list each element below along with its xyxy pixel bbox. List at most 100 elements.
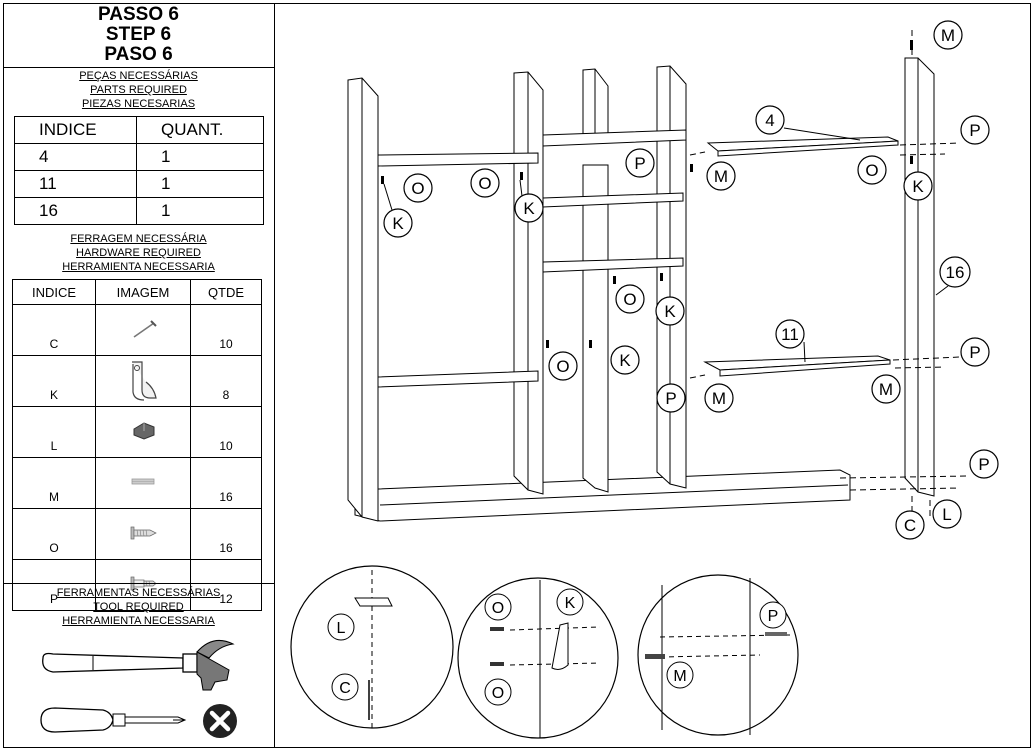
detail-label-L: L bbox=[337, 620, 346, 637]
part-qty: 1 bbox=[136, 170, 264, 198]
step-title-pt: PASSO 6 bbox=[98, 4, 179, 25]
step-title: PASSO 6 STEP 6 PASO 6 bbox=[3, 3, 274, 68]
callout-part-11: 11 bbox=[781, 325, 799, 344]
assembly-drawing: M P P P O K 4 11 16 M M M P P O K O K O … bbox=[290, 20, 999, 739]
parts-caption-es: PIEZAS NECESARIAS bbox=[81, 98, 196, 110]
prohibited-icon bbox=[203, 704, 237, 738]
hardware-qty: 16 bbox=[190, 508, 262, 560]
leader-lines bbox=[383, 127, 949, 363]
sidebar: PASSO 6 STEP 6 PASO 6 PEÇAS NECESSÁRIAS … bbox=[3, 3, 275, 748]
detail-label-M: M bbox=[673, 668, 686, 685]
callouts bbox=[383, 20, 999, 540]
callout-P: P bbox=[665, 389, 676, 408]
callout-K: K bbox=[664, 302, 676, 321]
tools-caption-pt: FERRAMENTAS NECESSÁRIAS bbox=[56, 587, 221, 599]
parts-table-header: INDICE QUANT. bbox=[14, 116, 264, 144]
table-row: 11 1 bbox=[14, 170, 264, 198]
detail-label-P: P bbox=[768, 608, 779, 625]
detail-circle-hook: O O K bbox=[457, 577, 619, 739]
table-row: 16 1 bbox=[14, 197, 264, 225]
part-index: 16 bbox=[14, 197, 137, 225]
part-index: 4 bbox=[14, 143, 137, 171]
callout-P: P bbox=[969, 121, 980, 140]
callout-P: P bbox=[978, 455, 989, 474]
table-row: M 16 bbox=[12, 457, 262, 509]
detail-label-K: K bbox=[565, 595, 576, 612]
callout-P: P bbox=[634, 154, 645, 173]
left-side-panel bbox=[347, 77, 379, 522]
tools-caption: FERRAMENTAS NECESSÁRIAS TOOL REQUIRED HE… bbox=[3, 583, 274, 628]
hardware-index: L bbox=[12, 406, 96, 458]
callout-part-4: 4 bbox=[765, 111, 774, 130]
hardware-qty: 12 bbox=[190, 559, 262, 611]
detail-label-O: O bbox=[492, 685, 504, 702]
right-side-panel-16 bbox=[904, 57, 935, 497]
callout-O: O bbox=[478, 174, 491, 193]
page-frame bbox=[3, 3, 1031, 748]
hardware-qty: 8 bbox=[190, 355, 262, 407]
dowel-icon bbox=[131, 478, 155, 484]
detail-label-O: O bbox=[492, 600, 504, 617]
table-row: L 10 bbox=[12, 406, 262, 458]
hardware-caption-en: HARDWARE REQUIRED bbox=[76, 247, 201, 259]
table-row: 4 1 bbox=[14, 143, 264, 171]
callout-O: O bbox=[865, 161, 878, 180]
hook-bracket-icon bbox=[132, 360, 157, 401]
callout-M: M bbox=[879, 380, 893, 399]
callout-C: C bbox=[904, 516, 916, 535]
callout-M: M bbox=[712, 389, 726, 408]
hardware-qty: 10 bbox=[190, 406, 262, 458]
furniture bbox=[347, 57, 935, 522]
hardware-index: O bbox=[12, 508, 96, 560]
table-row: P 12 bbox=[12, 559, 262, 611]
table-row: C 10 bbox=[12, 304, 262, 356]
hardware-index: P bbox=[12, 559, 96, 611]
hardware-qty: 10 bbox=[190, 304, 262, 356]
callout-L: L bbox=[942, 505, 951, 524]
hardware-caption-pt: FERRAGEM NECESSÁRIA bbox=[70, 233, 207, 245]
hardware-qty: 16 bbox=[190, 457, 262, 509]
callout-O: O bbox=[623, 290, 636, 309]
tools-caption-en: TOOL REQUIRED bbox=[93, 601, 184, 613]
nail-icon bbox=[133, 319, 157, 338]
callout-part-16: 16 bbox=[946, 263, 965, 282]
step-title-en: STEP 6 bbox=[105, 24, 172, 45]
parts-header-qty: QUANT. bbox=[136, 116, 264, 144]
parts-caption: PEÇAS NECESSÁRIAS PARTS REQUIRED PIEZAS … bbox=[3, 69, 274, 111]
table-row: O 16 bbox=[12, 508, 262, 560]
hardware-marks bbox=[381, 40, 913, 348]
parts-table: INDICE QUANT. 4 1 11 1 16 1 bbox=[14, 116, 264, 225]
callout-K: K bbox=[392, 214, 404, 233]
hardware-caption: FERRAGEM NECESSÁRIA HARDWARE REQUIRED HE… bbox=[3, 232, 274, 274]
detail-circle-bracket: L C bbox=[290, 565, 454, 729]
callout-O: O bbox=[556, 357, 569, 376]
assembly-diagram: M P P P O K 4 11 16 M M M P P O K O K O … bbox=[276, 3, 1031, 748]
parts-caption-pt: PEÇAS NECESSÁRIAS bbox=[79, 70, 198, 82]
table-row: K 8 bbox=[12, 355, 262, 407]
hardware-index: M bbox=[12, 457, 96, 509]
angle-bracket-icon bbox=[133, 421, 155, 440]
hardware-table: INDICE IMAGEM QTDE C 10 K bbox=[12, 279, 262, 611]
hardware-caption-es: HERRAMIENTA NECESSARIA bbox=[62, 261, 215, 273]
screwdriver-icon bbox=[40, 707, 187, 733]
part-qty: 1 bbox=[136, 197, 264, 225]
hardware-header-qty: QTDE bbox=[190, 279, 262, 305]
step-title-es: PASO 6 bbox=[104, 44, 173, 65]
detail-label-C: C bbox=[339, 680, 351, 697]
parts-caption-en: PARTS REQUIRED bbox=[90, 84, 187, 96]
hardware-header-index: INDICE bbox=[12, 279, 96, 305]
hardware-header-image: IMAGEM bbox=[95, 279, 191, 305]
hammer-icon bbox=[42, 639, 235, 691]
part-qty: 1 bbox=[136, 143, 264, 171]
callout-K: K bbox=[523, 199, 535, 218]
parts-header-index: INDICE bbox=[14, 116, 137, 144]
callout-M: M bbox=[941, 26, 955, 45]
hardware-index: C bbox=[12, 304, 96, 356]
detail-circle-dowel: P M bbox=[637, 574, 799, 736]
tools-area bbox=[40, 639, 237, 738]
hardware-table-header: INDICE IMAGEM QTDE bbox=[12, 279, 262, 305]
callout-O: O bbox=[411, 179, 424, 198]
callout-labels: M P P P O K 4 11 16 M M M P P O K O K O … bbox=[392, 26, 989, 535]
tools-caption-es: HERRAMIENTA NECESSARIA bbox=[62, 615, 215, 627]
callout-K: K bbox=[619, 351, 631, 370]
